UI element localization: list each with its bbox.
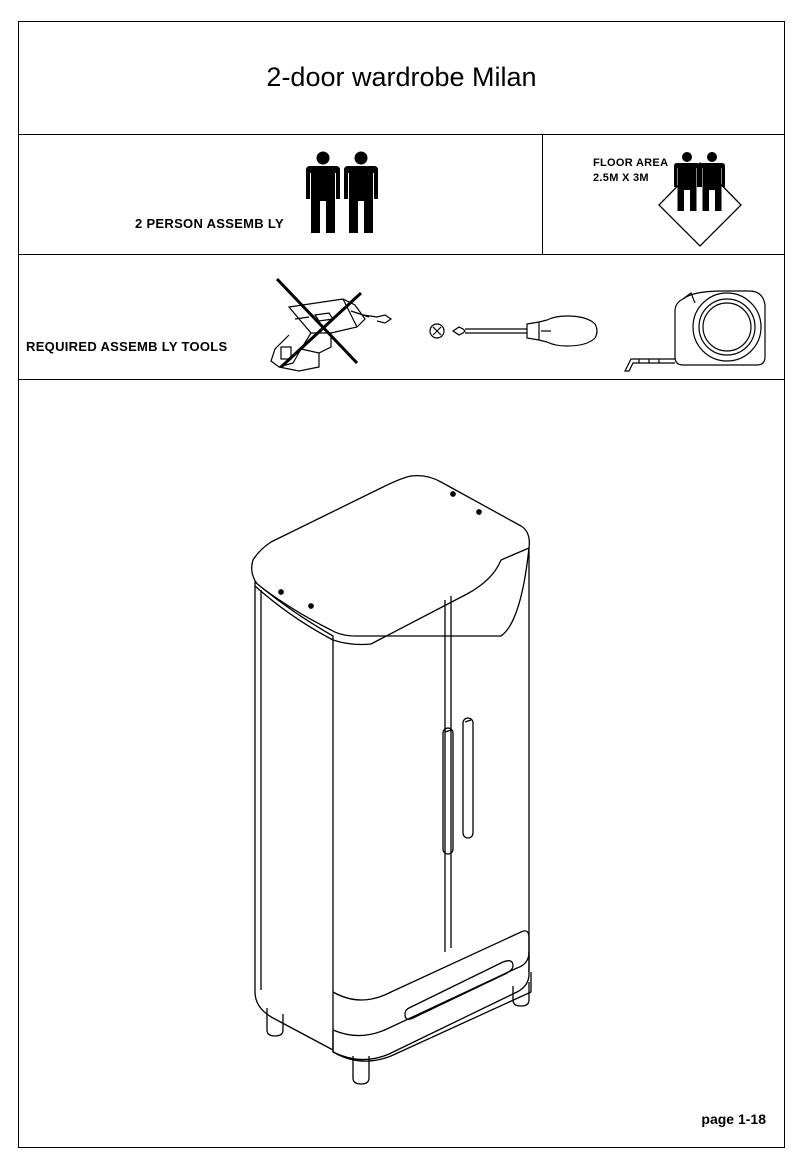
crossed-out-power-drill-icon: [270, 277, 393, 372]
floor-area-size: 2.5M X 3M: [593, 172, 649, 184]
floor-area-label: FLOOR AREA 2.5M X 3M: [593, 156, 668, 186]
section-divider: [542, 135, 543, 254]
tape-measure-icon: [624, 290, 766, 372]
two-person-icon: [306, 151, 378, 233]
wardrobe-illustration: [251, 474, 532, 1085]
person-assembly-label: 2 PERSON ASSEMB LY: [135, 216, 284, 231]
assembly-info-section: 2 PERSON ASSEMB LY FLOOR AREA 2.5M X 3M: [19, 135, 784, 255]
manual-page-frame: 2-door wardrobe Milan 2 PERSON ASSEMB LY…: [18, 21, 785, 1148]
page-number: page 1-18: [701, 1111, 766, 1127]
floor-area-icon: [658, 152, 742, 247]
page-title: 2-door wardrobe Milan: [266, 62, 537, 92]
required-tools-label: REQUIRED ASSEMB LY TOOLS: [26, 339, 228, 354]
floor-area-title: FLOOR AREA: [593, 157, 669, 169]
required-tools-section: REQUIRED ASSEMB LY TOOLS: [19, 255, 784, 380]
title-section: 2-door wardrobe Milan: [19, 22, 784, 135]
phillips-screwdriver-icon: [429, 315, 598, 347]
